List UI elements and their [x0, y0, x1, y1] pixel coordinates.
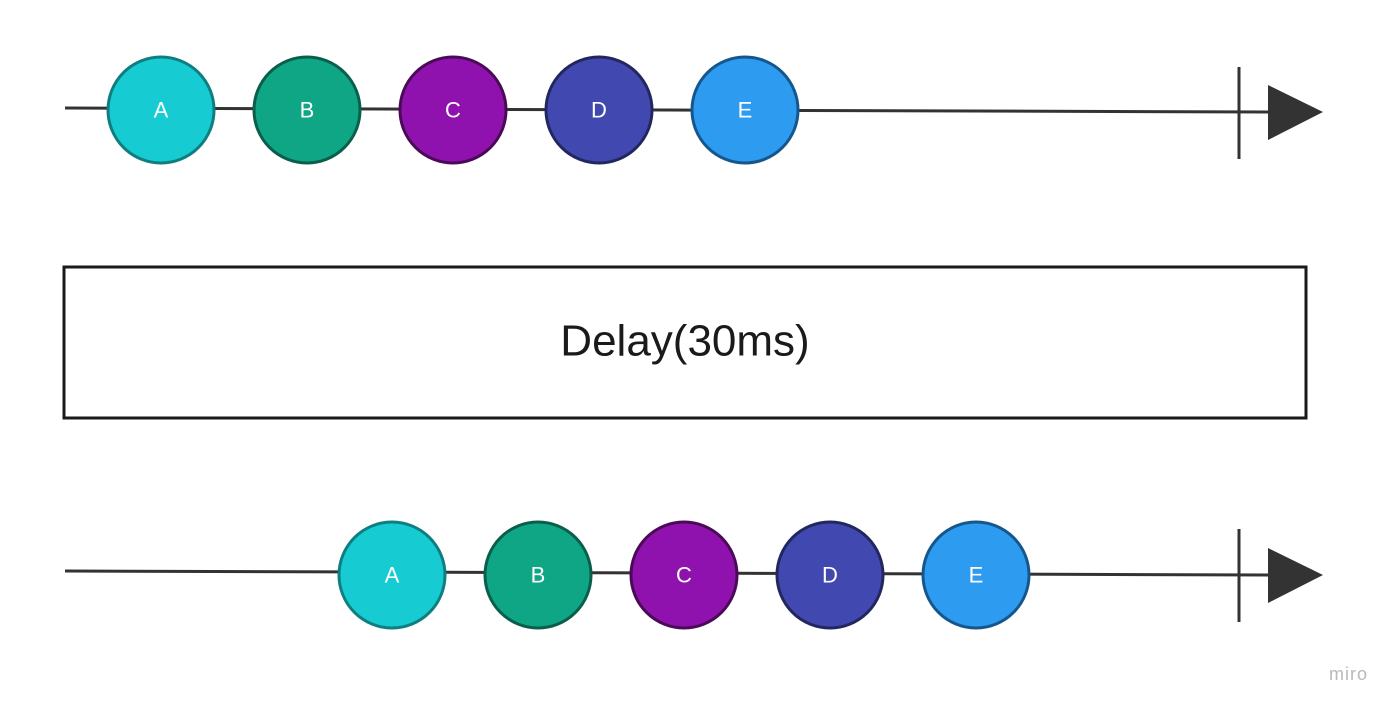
- result-marble-d: D: [775, 520, 885, 630]
- result-marble-a: A: [337, 520, 447, 630]
- marble-label: C: [445, 98, 461, 123]
- operator-label: Delay(30ms): [560, 317, 809, 366]
- operator-box: Delay(30ms): [62, 265, 1308, 420]
- source-marble-b: B: [252, 55, 362, 165]
- marble-circle: [544, 55, 654, 165]
- result-arrow-head-icon: [1268, 548, 1323, 603]
- operator-box-frame: [62, 265, 1308, 420]
- marble-label: B: [531, 563, 546, 588]
- marble-label: E: [738, 98, 753, 123]
- marble-circle: [483, 520, 593, 630]
- marble-label: D: [591, 98, 607, 123]
- source-marbles: A B C D E: [106, 55, 800, 165]
- source-arrow-head-icon: [1268, 85, 1323, 140]
- marble-label: C: [676, 563, 692, 588]
- marble-label: E: [969, 563, 984, 588]
- source-marble-d: D: [544, 55, 654, 165]
- marble-circle: [775, 520, 885, 630]
- result-marbles: A B C D E: [337, 520, 1031, 630]
- result-marble-b: B: [483, 520, 593, 630]
- marble-label: D: [822, 563, 838, 588]
- marble-label: A: [385, 563, 400, 588]
- marble-circle: [252, 55, 362, 165]
- marble-circle: [337, 520, 447, 630]
- marble-circle: [398, 55, 508, 165]
- marble-label: B: [300, 98, 315, 123]
- marble-circle: [106, 55, 216, 165]
- miro-watermark: miro: [1329, 664, 1368, 684]
- marble-circle: [690, 55, 800, 165]
- marble-label: A: [154, 98, 169, 123]
- marble-circle: [629, 520, 739, 630]
- source-timeline: A B C D E: [64, 55, 1323, 165]
- source-timeline-line: [64, 106, 1269, 114]
- source-marble-a: A: [106, 55, 216, 165]
- result-marble-e: E: [921, 520, 1031, 630]
- marble-circle: [921, 520, 1031, 630]
- source-marble-e: E: [690, 55, 800, 165]
- result-marble-c: C: [629, 520, 739, 630]
- source-marble-c: C: [398, 55, 508, 165]
- result-timeline: A B C D E: [64, 520, 1323, 630]
